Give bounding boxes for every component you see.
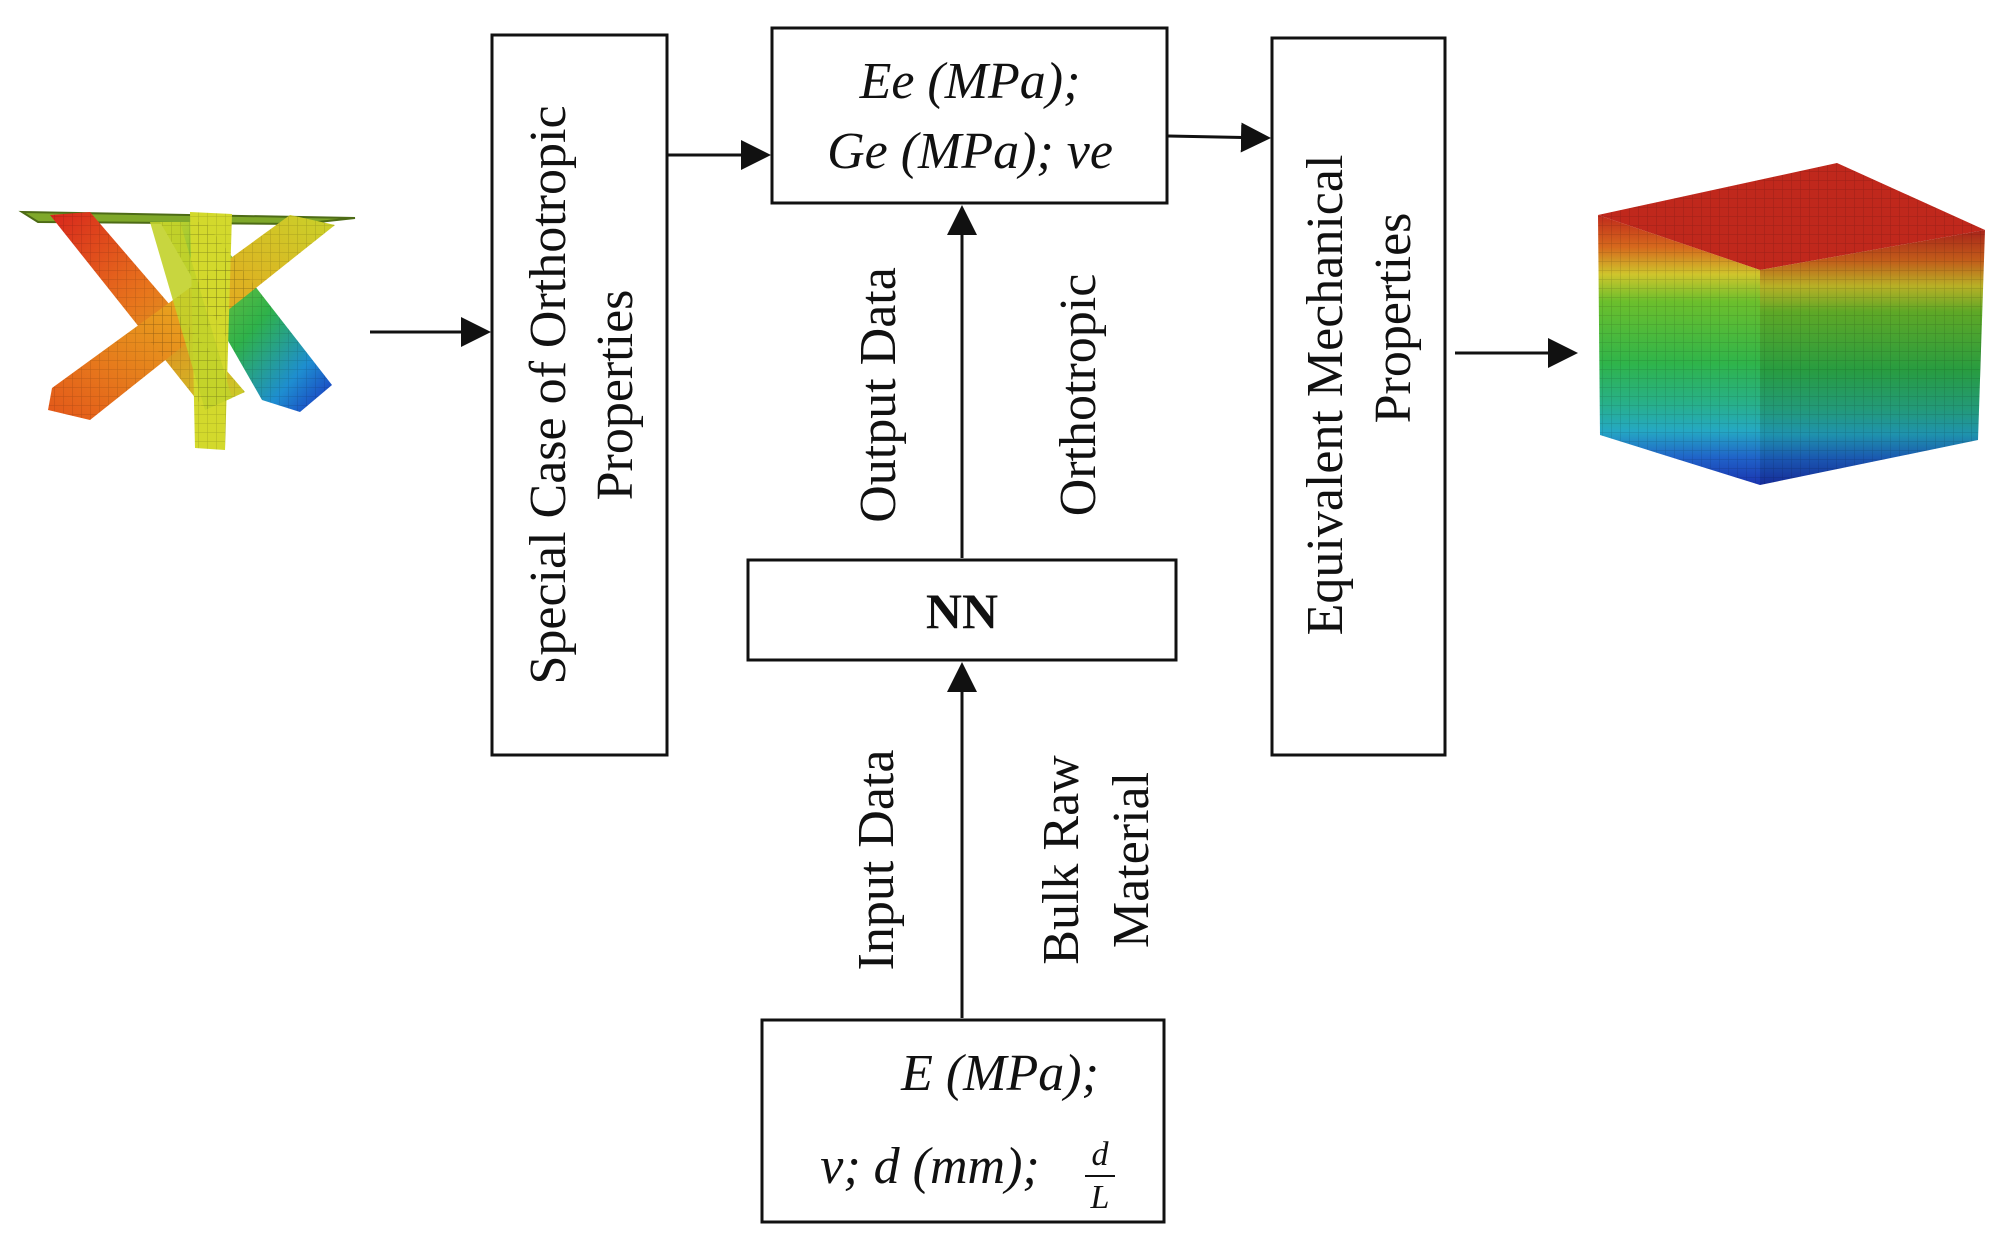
orthotropic-label: Orthotropic xyxy=(1050,274,1107,517)
nn-box xyxy=(746,558,1178,662)
nn-label: NN xyxy=(926,583,998,639)
equivalent-label-line1: Equivalent Mechanical xyxy=(1297,155,1354,636)
input-line1: E (MPa); xyxy=(900,1045,1099,1102)
input-properties-box xyxy=(760,1018,1166,1224)
special-case-label-line2: Properties xyxy=(587,290,644,501)
input-line2: ν; d (mm); xyxy=(820,1138,1039,1195)
input-fraction-denominator: L xyxy=(1090,1179,1110,1216)
equivalent-label-line2: Properties xyxy=(1365,213,1422,424)
input-data-label: Input Data xyxy=(848,750,905,971)
input-fraction-numerator: d xyxy=(1092,1136,1110,1173)
material-label: Material xyxy=(1103,772,1160,948)
output-data-label: Output Data xyxy=(850,267,907,523)
output-line2: Ge (MPa); νe xyxy=(827,123,1113,180)
arrow-output-to-equivalent xyxy=(1167,122,1271,153)
output-line1: Ee (MPa); xyxy=(859,53,1081,110)
homogenized-cube-image xyxy=(1598,163,1985,485)
lattice-unit-cell-image xyxy=(18,210,356,450)
special-case-block xyxy=(490,33,669,757)
output-properties-box xyxy=(770,26,1169,205)
special-case-label-line1: Special Case of Orthotropic xyxy=(520,105,577,684)
bulk-raw-label: Bulk Raw xyxy=(1033,755,1090,965)
equivalent-properties-block xyxy=(1270,36,1447,757)
